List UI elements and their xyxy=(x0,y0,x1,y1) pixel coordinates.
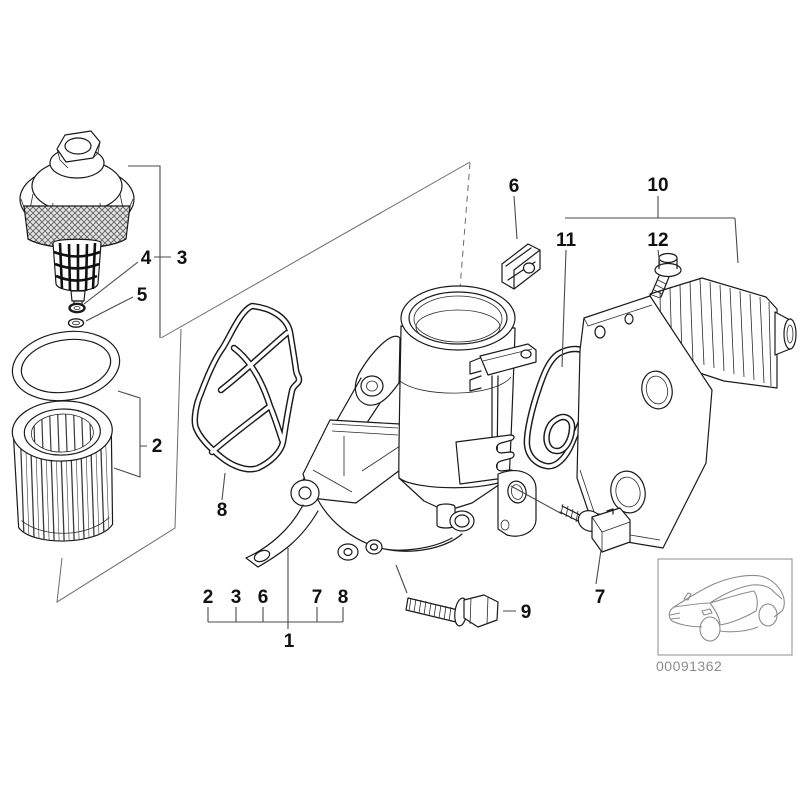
group-callout-3[interactable]: 3 xyxy=(231,587,242,608)
image-code: 00091362 xyxy=(656,658,722,674)
retaining-clip xyxy=(501,243,541,290)
vehicle-thumbnail-frame xyxy=(657,558,793,656)
callout-8[interactable]: 8 xyxy=(217,500,228,521)
oil-filter-cap xyxy=(19,130,135,313)
callout-2[interactable]: 2 xyxy=(152,436,163,457)
callout-10[interactable]: 10 xyxy=(647,175,668,196)
group-callout-6[interactable]: 6 xyxy=(258,587,269,608)
washer-part4 xyxy=(68,302,86,314)
filter-element xyxy=(11,400,114,543)
callout-9[interactable]: 9 xyxy=(521,602,532,623)
callout-4[interactable]: 4 xyxy=(141,248,152,269)
mounting-bolt xyxy=(405,594,499,628)
callout-7[interactable]: 7 xyxy=(595,587,606,608)
callout-5[interactable]: 5 xyxy=(137,285,148,306)
group-callout-7[interactable]: 7 xyxy=(312,587,323,608)
callout-leader-lines xyxy=(83,165,739,629)
callout-3[interactable]: 3 xyxy=(177,248,188,269)
callout-6[interactable]: 6 xyxy=(509,176,520,197)
callout-labels: 4 3 5 2 8 6 10 11 12 7 9 2 3 6 7 8 1 xyxy=(137,175,669,652)
housing-gasket xyxy=(191,302,303,473)
filter-housing-assembly xyxy=(245,285,537,568)
oil-pressure-sensor xyxy=(559,503,631,553)
small-o-ring-part5 xyxy=(67,318,85,328)
group-callout-8[interactable]: 8 xyxy=(338,587,349,608)
large-o-ring xyxy=(11,330,121,402)
car-icon xyxy=(668,574,785,642)
callout-1[interactable]: 1 xyxy=(284,631,295,652)
vehicle-thumbnail: 00091362 xyxy=(656,558,793,674)
callout-12[interactable]: 12 xyxy=(647,230,668,251)
callout-11[interactable]: 11 xyxy=(556,230,577,251)
group-callout-2[interactable]: 2 xyxy=(203,587,214,608)
